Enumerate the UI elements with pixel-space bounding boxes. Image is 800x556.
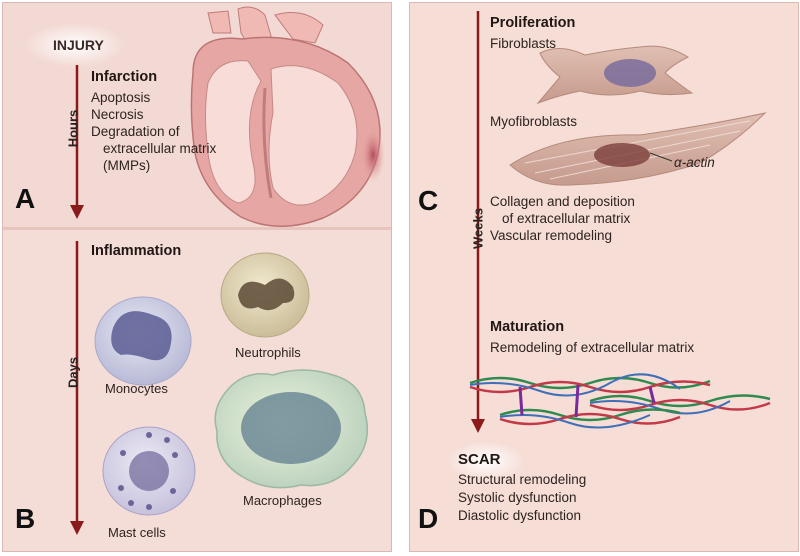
panel-a-letter: A xyxy=(15,183,36,214)
panel-c-line-1: Collagen and deposition xyxy=(490,194,635,209)
panel-b-letter: B xyxy=(15,503,36,534)
panel-a-line-5: (MMPs) xyxy=(103,158,151,173)
fibroblast-cell xyxy=(536,45,694,105)
scar-label: SCAR xyxy=(458,451,501,468)
collagen-matrix xyxy=(469,373,771,429)
myofibroblasts-label: Myofibroblasts xyxy=(490,114,578,129)
panel-d-letter: D xyxy=(418,503,439,534)
myofibroblast-cell xyxy=(509,112,767,186)
fibroblasts-label: Fibroblasts xyxy=(490,36,557,51)
macrophage-cell xyxy=(214,369,368,489)
neutrophils-label: Neutrophils xyxy=(235,345,301,360)
infarction-heading: Infarction xyxy=(91,69,158,85)
neutrophil-cell xyxy=(220,252,310,338)
panel-c-letter: C xyxy=(418,185,439,216)
panel-d-line-1: Structural remodeling xyxy=(458,472,587,487)
proliferation-heading: Proliferation xyxy=(490,15,576,31)
scar-glow xyxy=(446,441,526,481)
mast-cells-label: Mast cells xyxy=(108,525,166,540)
days-label: Days xyxy=(65,356,81,389)
panel-a-line-3: Degradation of xyxy=(91,124,180,139)
panel-divider xyxy=(3,227,391,230)
weeks-arrow xyxy=(471,11,485,433)
panel-a-line-4: extracellular matrix xyxy=(103,141,217,156)
panel-right: Proliferation Fibroblasts Myofibroblasts… xyxy=(409,2,799,552)
panel-left: INJURY Infarction Apoptosis Necrosis Deg… xyxy=(2,2,392,552)
monocytes-label: Monocytes xyxy=(105,381,168,396)
panel-c-line-2: of extracellular matrix xyxy=(502,211,631,226)
right-illustrations xyxy=(446,11,771,481)
panel-a-line-1: Apoptosis xyxy=(91,90,151,105)
injury-glow xyxy=(25,23,125,67)
injury-label: INJURY xyxy=(53,37,104,53)
maturation-subheading: Remodeling of extracellular matrix xyxy=(490,340,695,355)
hours-label: Hours xyxy=(65,109,81,148)
hours-arrow xyxy=(70,65,84,219)
mast-cell xyxy=(102,426,196,516)
panel-d-line-3: Diastolic dysfunction xyxy=(458,508,582,523)
panel-c-line-3: Vascular remodeling xyxy=(490,228,613,243)
macrophages-label: Macrophages xyxy=(243,493,322,508)
maturation-heading: Maturation xyxy=(490,319,565,335)
panel-a-line-2: Necrosis xyxy=(91,107,144,122)
panel-d-line-2: Systolic dysfunction xyxy=(458,490,577,505)
heart-illustration xyxy=(190,6,385,227)
actin-label: α-actin xyxy=(674,155,715,170)
days-arrow xyxy=(70,241,84,535)
weeks-label: Weeks xyxy=(470,208,486,249)
monocyte-cell xyxy=(94,296,192,386)
left-illustrations xyxy=(25,6,385,535)
inflammation-heading: Inflammation xyxy=(91,243,182,259)
